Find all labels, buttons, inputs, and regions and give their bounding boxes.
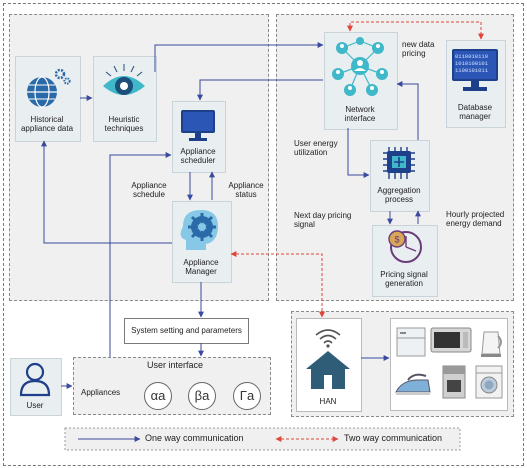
alpha-appliance: αa	[144, 382, 172, 410]
people-network-icon	[328, 36, 392, 103]
aggregation-label: Aggregation process	[377, 186, 421, 204]
beta-appliance: βa	[188, 382, 216, 410]
binary-monitor-icon: 0110010110 1010100101 1100101011	[450, 47, 500, 98]
next-day-pricing-label: Next day pricing signal	[294, 211, 352, 229]
robot-head-gear-icon	[176, 206, 226, 257]
monitor-icon	[178, 107, 218, 148]
clock-coin-icon: $	[384, 226, 426, 271]
network-label: Network interface	[344, 105, 376, 123]
han-label: HAN	[319, 397, 337, 406]
gamma-appliance: Γa	[233, 382, 261, 410]
chip-icon	[378, 143, 420, 188]
svg-text:1010100101: 1010100101	[455, 60, 489, 67]
user-energy-label: User energy utilization	[294, 139, 338, 157]
user-box	[10, 358, 62, 416]
globe-gear-icon	[22, 66, 72, 115]
appliances-label: Appliances	[81, 388, 121, 397]
user-label: User	[26, 401, 44, 410]
system-setting-label: System setting and parameters	[131, 326, 242, 335]
svg-text:1100101011: 1100101011	[455, 67, 489, 74]
scheduler-label: Appliance scheduler	[180, 147, 216, 165]
database-label: Database manager	[457, 103, 493, 121]
heuristic-label: Heuristic techniques	[104, 115, 144, 133]
fridge-icon	[396, 326, 426, 363]
kettle-icon	[478, 324, 504, 363]
appliance-status-label: Appliance status	[228, 181, 264, 199]
new-data-pricing-label: new data pricing	[402, 40, 435, 58]
appliance-schedule-label: Appliance schedule	[131, 181, 167, 199]
system-setting-box	[124, 318, 249, 344]
historical-data-label: Historical appliance data	[20, 115, 74, 133]
wifi-house-icon	[302, 323, 354, 396]
iron-icon	[394, 372, 432, 403]
eye-brain-icon	[99, 62, 149, 111]
heuristic-box	[93, 56, 157, 142]
svg-text:0110010110: 0110010110	[455, 53, 488, 60]
legend-two-way-label: Two way communication	[344, 433, 443, 443]
user-icon	[18, 361, 52, 404]
hourly-projected-label: Hourly projected energy demand	[446, 210, 505, 228]
svg-text:$: $	[394, 235, 399, 245]
diagram-frame	[3, 3, 524, 466]
pricing-gen-label: Pricing signal generation	[380, 270, 428, 288]
microwave-icon	[430, 326, 472, 359]
washing-machine-icon	[474, 364, 504, 405]
legend-one-way-label: One way communication	[145, 433, 244, 443]
coffee-maker-icon	[440, 364, 468, 405]
user-interface-title: User interface	[146, 360, 204, 370]
manager-label: Appliance Manager	[183, 258, 219, 276]
